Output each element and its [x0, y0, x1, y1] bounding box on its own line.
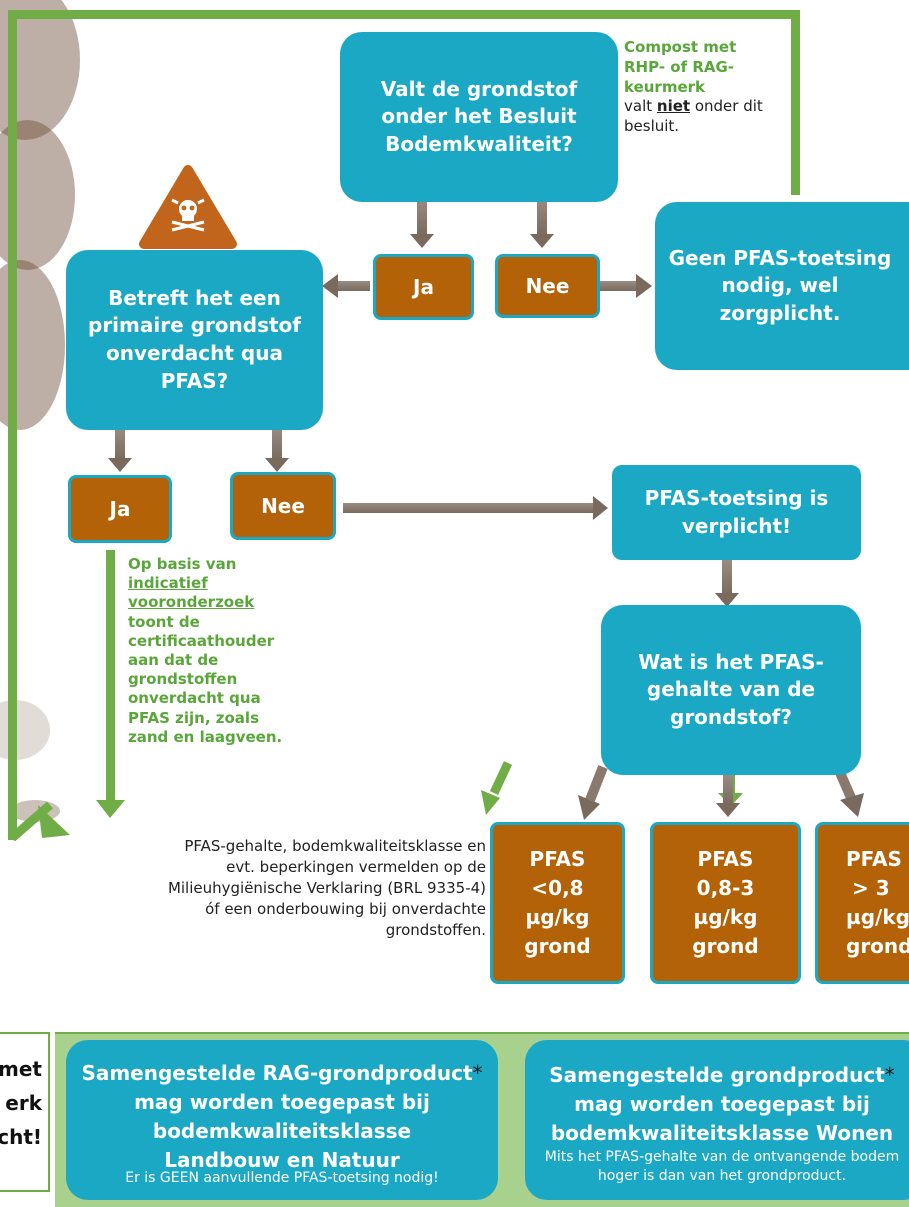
frame-top-line: [8, 10, 800, 19]
arrow-gehalte-to-pfas2: [716, 775, 740, 817]
outcome-rag-body: mag worden toegepast bij bodemkwaliteits…: [134, 1090, 430, 1173]
arrow-primair-to-nee: [265, 428, 289, 472]
question-besluit-text: Valt de grondstof onder het Besluit Bode…: [380, 76, 578, 156]
frame-right-line: [791, 10, 800, 195]
ja-flow-arrowhead: [96, 800, 125, 818]
frame-arrowhead: [38, 805, 70, 838]
question-primair-box: Betreft het een primaire grondstof onver…: [66, 250, 323, 430]
arrow-verplicht-to-gehalte: [715, 560, 739, 607]
pfas-range-mid: PFAS 0,8-3 µg/kg grond: [650, 822, 801, 984]
compost-body: valt niet onder dit besluit.: [624, 97, 763, 136]
question-gehalte-text: Wat is het PFAS-gehalte van de grondstof…: [638, 649, 824, 729]
outcome-wonen-title: Samengestelde grondproduct*: [549, 1063, 895, 1088]
pfas-range-low: PFAS <0,8 µg/kg grond: [490, 822, 625, 984]
arrow-gehalte-to-pfas1: [578, 765, 608, 820]
skull-warning-icon: [139, 165, 237, 249]
ja-flow-line: [106, 550, 115, 800]
outcome-wonen-body: mag worden toegepast bij bodemkwaliteits…: [550, 1092, 894, 1146]
arrow-pfas1-out: [489, 761, 513, 795]
question-primair-text: Betreft het een primaire grondstof onver…: [88, 285, 301, 393]
outcome-rag-box: Samengestelde RAG-grondproduct* mag word…: [66, 1040, 498, 1200]
arrow-main-to-ja: [410, 198, 434, 248]
compost-emphasis: niet: [656, 97, 691, 116]
geen-pfas-box: Geen PFAS-toetsing nodig, wel zorgplicht…: [655, 202, 909, 370]
pfas-verplicht-box: PFAS-toetsing is verplicht!: [612, 465, 861, 560]
compost-title: Compost met RHP- of RAG-keurmerk: [624, 38, 737, 96]
vermelden-text: PFAS-gehalte, bodemkwaliteitsklasse en e…: [167, 837, 486, 939]
arrow-ja-to-primair: [322, 274, 370, 298]
outcome-wonen-box: Samengestelde grondproduct* mag worden t…: [525, 1040, 909, 1200]
arrow-gehalte-to-pfas3: [833, 765, 864, 817]
outcome-wonen-note: Mits het PFAS-gehalte van de ontvangende…: [544, 1149, 900, 1184]
frame-left-line: [8, 10, 17, 840]
arrow-pfas1-head: [481, 790, 500, 815]
arrow-primair-to-ja: [108, 428, 132, 472]
left-partial-box: met erk cht!: [0, 1032, 50, 1192]
question-gehalte-box: Wat is het PFAS-gehalte van de grondstof…: [601, 605, 861, 775]
geen-pfas-text: Geen PFAS-toetsing nodig, wel zorgplicht…: [668, 245, 892, 325]
arrow-nee-to-geen: [600, 274, 652, 298]
arrow-nee-to-verplicht: [343, 496, 608, 520]
answer-nee-2[interactable]: Nee: [230, 472, 336, 540]
arrow-main-to-nee: [530, 198, 554, 248]
outcome-rag-note: Er is GEEN aanvullende PFAS-toetsing nod…: [125, 1170, 439, 1187]
outcome-rag-title: Samengestelde RAG-grondproduct*: [81, 1061, 483, 1086]
answer-nee-1[interactable]: Nee: [495, 254, 600, 318]
answer-ja-2[interactable]: Ja: [68, 475, 172, 543]
pfas-range-high: PFAS > 3 µg/kg grond: [815, 822, 909, 984]
onverdacht-explanation: Op basis van indicatief vooronderzoek to…: [128, 555, 283, 746]
compost-note: Compost met RHP- of RAG-keurmerk valt ni…: [624, 38, 764, 137]
vooronderzoek-link: indicatief vooronderzoek: [128, 574, 255, 612]
answer-ja-1[interactable]: Ja: [373, 254, 474, 320]
pfas-verplicht-text: PFAS-toetsing is verplicht!: [644, 485, 829, 538]
question-besluit-box: Valt de grondstof onder het Besluit Bode…: [340, 32, 618, 202]
